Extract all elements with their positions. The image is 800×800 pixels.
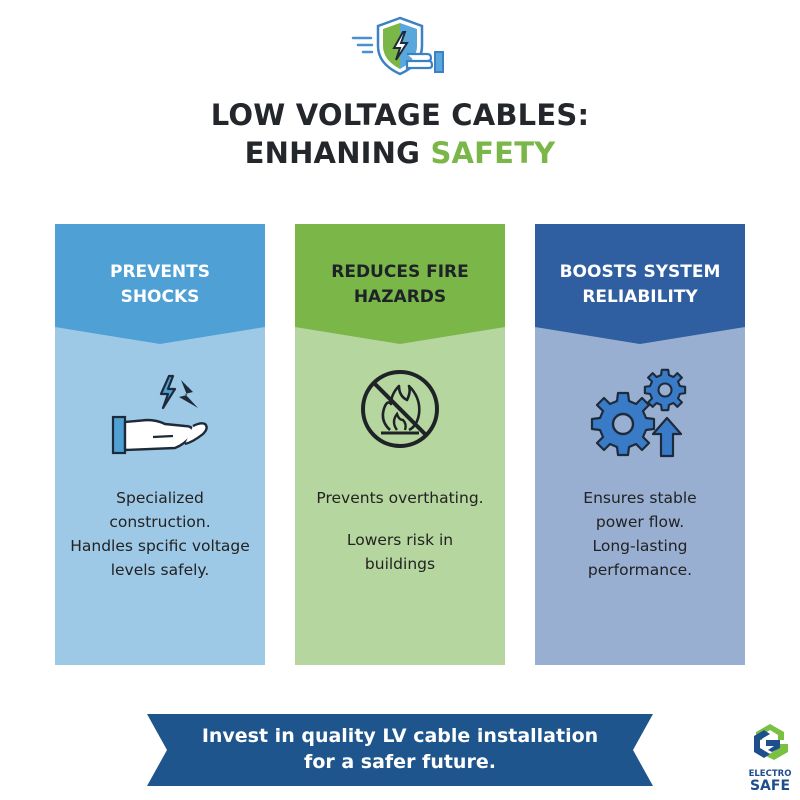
- hand-lightning-icon: [105, 364, 215, 464]
- panel-description: Prevents overthating. Lowers risk in bui…: [295, 486, 505, 576]
- title-line-1: LOW VOLTAGE CABLES:: [210, 98, 590, 132]
- shield-lightning-hand-icon: [345, 14, 455, 76]
- panel-title-line-2: HAZARDS: [353, 287, 447, 307]
- description-line: levels safely.: [110, 561, 210, 579]
- description-line: buildings: [364, 555, 436, 573]
- call-to-action-banner: Invest in quality LV cable installation …: [147, 714, 653, 786]
- description-line: Prevents overthating.: [316, 489, 484, 507]
- panel-header: PREVENTS SHOCKS: [55, 224, 265, 345]
- logo-text-electro: ELECTRO: [748, 769, 792, 779]
- title-line-2: ENHANING SAFETY: [0, 134, 800, 172]
- banner-line-2: for a safer future.: [304, 751, 496, 773]
- panel-header: REDUCES FIRE HAZARDS: [295, 224, 505, 345]
- description-line: performance.: [587, 561, 693, 579]
- title-line-2-prefix: ENHANING: [244, 136, 431, 170]
- description-spacer: [299, 510, 501, 528]
- panel-title-line-1: REDUCES FIRE: [331, 262, 469, 282]
- description-line: Ensures stable: [583, 489, 697, 507]
- logo-mark-icon: [754, 724, 788, 760]
- description-line: Handles spcific voltage: [70, 537, 250, 555]
- page-title: LOW VOLTAGE CABLES: ENHANING SAFETY: [0, 96, 800, 172]
- gears-arrow-up-icon: [585, 364, 695, 464]
- description-line: Specialized: [116, 489, 204, 507]
- panel-title: REDUCES FIRE HAZARDS: [295, 260, 505, 310]
- electro-safe-logo: ELECTRO SAFE: [745, 722, 795, 796]
- panel-header: BOOSTS SYSTEM RELIABILITY: [535, 224, 745, 345]
- banner-line-1: Invest in quality LV cable installation: [201, 725, 599, 747]
- no-fire-icon: [355, 364, 445, 459]
- panel-reduces-fire-hazards: REDUCES FIRE HAZARDS Prevents overthatin…: [295, 224, 505, 665]
- panel-description: Specialized construction. Handles spcifi…: [55, 486, 265, 582]
- title-accent: SAFETY: [430, 136, 556, 170]
- description-line: Long-lasting: [592, 537, 688, 555]
- panel-title: BOOSTS SYSTEM RELIABILITY: [535, 260, 745, 310]
- panel-boosts-system-reliability: BOOSTS SYSTEM RELIABILITY Ensures stable…: [535, 224, 745, 665]
- logo-text-safe: SAFE: [749, 778, 791, 794]
- description-line: construction.: [109, 513, 211, 531]
- banner-text: Invest in quality LV cable installation …: [147, 723, 653, 775]
- panel-title-line-1: BOOSTS SYSTEM: [559, 262, 721, 282]
- panel-title-line-1: PREVENTS: [110, 262, 210, 282]
- description-line: Lowers risk in: [346, 531, 454, 549]
- description-line: power flow.: [595, 513, 685, 531]
- panel-title-line-2: SHOCKS: [120, 287, 200, 307]
- panel-description: Ensures stable power flow. Long-lasting …: [535, 486, 745, 582]
- panel-title-line-2: RELIABILITY: [582, 287, 698, 307]
- panel-title: PREVENTS SHOCKS: [55, 260, 265, 310]
- panel-prevents-shocks: PREVENTS SHOCKS Specialized construction…: [55, 224, 265, 665]
